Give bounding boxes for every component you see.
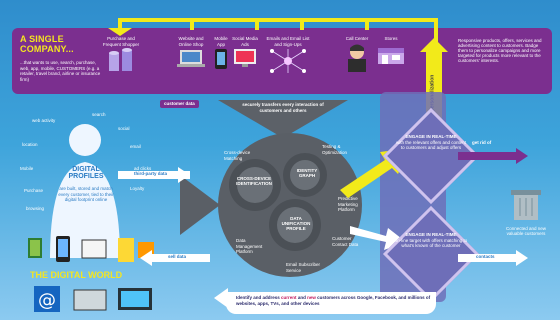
gear-label-2: Predictive Marketing Platform — [338, 196, 358, 212]
right-bottom-note: Connected and new valuable customers — [505, 226, 547, 236]
top-item-2-label: Mobile App — [214, 36, 228, 47]
contacts-label: contacts — [476, 254, 495, 259]
gear-machine — [180, 133, 362, 277]
bottom-text-current: current — [281, 295, 297, 300]
orbit-label-9: browsing — [26, 206, 45, 211]
top-item-3: Social Media Ads — [232, 36, 258, 74]
device-icons-row1 — [28, 236, 154, 262]
top-item-4-label: Emails and Email List and Sign-Ups — [266, 36, 310, 47]
orbit-label-0: web activity — [32, 118, 56, 123]
trash-can-icon — [511, 190, 541, 220]
get-rid-arrowhead — [516, 148, 528, 164]
bottom-text: Identify and address current and new cus… — [236, 295, 432, 306]
engage-bottom-title: ENGAGE IN REAL-TIME — [405, 232, 457, 237]
company-title: A SINGLE COMPANY... — [20, 34, 74, 54]
top-item-0: Purchase and Frequent Shopper — [100, 36, 142, 78]
top-connector-arrowhead — [108, 28, 132, 36]
sell-data-arrowhead — [140, 250, 152, 266]
customer-data-label: customer data — [160, 100, 199, 108]
gear-data-unification: DATA UNIFICATION PROFILE — [281, 216, 311, 231]
digital-profiles-title: DIGITAL PROFILES — [54, 166, 118, 180]
top-item-3-label: Social Media Ads — [232, 36, 258, 47]
top-item-0-label: Purchase and Frequent Shopper — [102, 36, 140, 47]
engage-top-desc: with the relevant offers and content to … — [396, 139, 466, 151]
orbit-label-7: Purchase — [24, 188, 44, 193]
sell-data-label: sell data — [168, 254, 187, 259]
contacts-arrowhead — [516, 250, 528, 266]
engage-top-title: ENGAGE IN REAL-TIME — [405, 134, 457, 139]
bottom-text-new: new — [307, 295, 316, 300]
person-icon — [348, 44, 366, 72]
third-party-arrowhead — [178, 167, 190, 183]
company-description: ...that wants to use, search, purchase, … — [20, 60, 101, 82]
top-item-6-label: Stores — [384, 36, 398, 41]
monitor-icon — [234, 49, 256, 67]
digital-world-title: THE DIGITAL WORLD — [30, 270, 123, 280]
bottom-text-p3: and — [297, 295, 306, 300]
digital-profiles-title-line2: PROFILES — [68, 173, 104, 180]
orbit-label-1: search — [92, 112, 106, 117]
gear-label-1: Testing & Optimization — [322, 144, 348, 155]
orbit-label-6: ad clicks — [134, 166, 152, 171]
cylinder-chart-icon — [109, 48, 132, 71]
stores-icon — [378, 47, 404, 64]
top-connector-drops2 — [255, 18, 259, 30]
orbit-label-4: email — [130, 144, 141, 149]
personalization-arrowhead — [420, 38, 448, 52]
top-connector-drops4 — [365, 18, 369, 30]
gear-label-3: Data Management Platform — [236, 238, 263, 254]
sell-data-arrow — [150, 254, 210, 262]
right-top-note: Responsive products, offers, services an… — [458, 38, 542, 63]
top-connector-line — [118, 18, 438, 22]
gear-identity-graph: IDENTITY GRAPH — [296, 168, 318, 178]
bottom-loop-band — [226, 292, 436, 314]
gear-label-0: Cross-device Matching — [224, 150, 251, 161]
top-item-4: Emails and Email List and Sign-Ups — [264, 36, 312, 80]
gear-label-4: Email Subscriber Service — [286, 262, 321, 273]
svg-text:@: @ — [38, 290, 56, 311]
get-rid-label: get rid of — [472, 140, 492, 145]
third-party-arrow — [118, 171, 190, 179]
digital-profiles-title-line1: DIGITAL — [72, 166, 100, 173]
bottom-text-p5: customers across Google, Facebook, and m… — [236, 295, 431, 306]
center-funnel-text: securely transfers every interaction of … — [242, 102, 324, 113]
device-icons-row2: @ — [34, 286, 152, 312]
engage-top-text: ENGAGE IN REAL-TIME with the relevant of… — [394, 134, 468, 151]
gear-cross-device: CROSS-DEVICE IDENTIFICATION — [236, 176, 272, 186]
bottom-loop-arrowhead — [214, 288, 228, 308]
top-connector-drop-left — [118, 18, 122, 30]
profile-silhouette — [50, 124, 120, 258]
laptop-icon — [177, 50, 205, 67]
top-connector-drops3 — [300, 18, 304, 30]
orbit-label-2: social — [118, 126, 130, 131]
orbit-label-5: Mobile — [20, 166, 34, 171]
top-connector-drops — [190, 18, 194, 30]
gear-label-5: Customer Contact Data — [332, 236, 359, 247]
engage-bottom-text: ENGAGE IN REAL-TIME on-line target with … — [394, 232, 468, 249]
center-funnel — [218, 100, 348, 138]
mobile-icon — [215, 49, 227, 69]
get-rid-arrow — [458, 152, 518, 160]
top-item-1-label: Website and Online Shop — [178, 36, 204, 47]
company-panel — [12, 28, 552, 94]
engage-bottom-desc: on-line target with offers matching to w… — [394, 237, 468, 249]
network-icon — [270, 49, 306, 73]
orbit-label-8: Loyalty — [130, 186, 145, 191]
top-item-5: Call Center — [340, 36, 374, 77]
top-item-6: Stores — [374, 36, 408, 71]
bottom-text-p1: Identify and address — [236, 295, 280, 300]
top-item-2: Mobile App — [211, 36, 231, 76]
contacts-arrow — [458, 254, 518, 262]
company-title-line1: A SINGLE — [20, 34, 64, 44]
third-party-label: third-party data — [134, 171, 168, 176]
company-title-line2: COMPANY... — [20, 44, 74, 54]
digital-profiles-desc: are built, stored and match every custom… — [58, 186, 114, 202]
top-item-5-label: Call Center — [345, 36, 369, 41]
orbit-label-3: location — [22, 142, 38, 147]
top-item-1: Website and Online Shop — [172, 36, 210, 76]
